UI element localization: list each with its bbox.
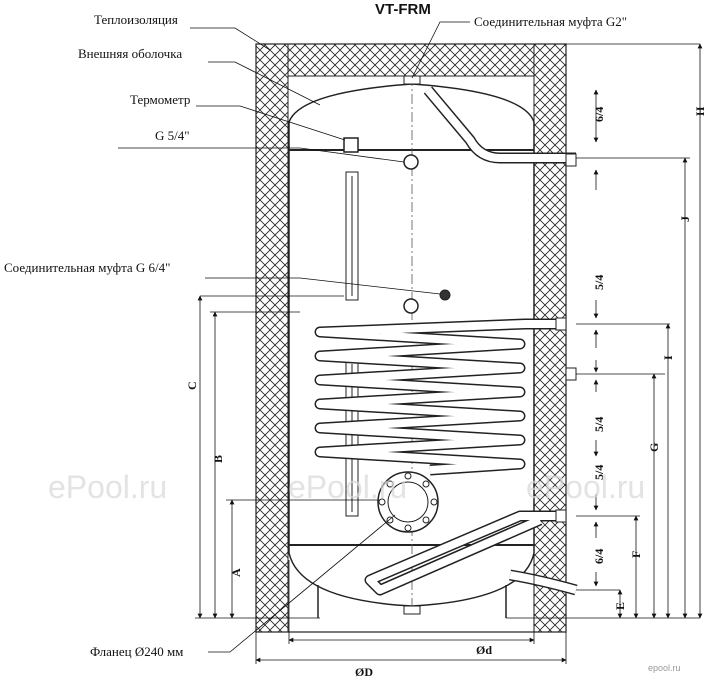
- callout-labels: Теплоизоляция Внешняя оболочка Термометр…: [4, 12, 627, 659]
- callout-leaders: [118, 21, 470, 653]
- hot-water-pipe: [423, 86, 577, 167]
- left-dimension-lines: [195, 295, 380, 619]
- pipe-size-3: 5/4: [592, 417, 606, 432]
- dim-g: G: [647, 443, 661, 452]
- corner-logo-bg: [644, 660, 704, 674]
- watermark-2: ePool.ru: [288, 469, 407, 505]
- dim-e: E: [613, 602, 627, 610]
- label-coupling-g64: Соединительная муфта G 6/4": [4, 260, 170, 275]
- bottom-dimension-lines: [255, 560, 567, 664]
- drain-pipe: [509, 569, 578, 596]
- watermark-3: ePool.ru: [526, 469, 645, 505]
- corner-logo: epool.ru: [648, 663, 681, 673]
- pipe-size-5: 6/4: [592, 549, 606, 564]
- pipe-size-4: 5/4: [592, 465, 606, 480]
- label-flange: Фланец Ø240 мм: [90, 644, 183, 659]
- dim-b: B: [211, 455, 225, 463]
- flange: [377, 471, 439, 533]
- watermark-1: ePool.ru: [48, 469, 167, 505]
- dim-d-small: Ød: [476, 643, 492, 657]
- dim-i: I: [661, 355, 675, 360]
- pipe-size-1: 6/4: [592, 107, 606, 122]
- insulation-jacket: [255, 43, 567, 633]
- height-dimension-lines: [617, 43, 703, 619]
- thermometer-icon: [343, 137, 359, 153]
- dim-d-large: ØD: [355, 665, 373, 679]
- dim-a: A: [229, 568, 243, 577]
- middle-socket: [403, 298, 419, 314]
- pipe-size-2: 5/4: [592, 275, 606, 290]
- dim-h: H: [693, 106, 707, 116]
- g54-socket: [403, 154, 419, 170]
- diagram-title: VT-FRM: [375, 1, 431, 18]
- dim-j: J: [678, 216, 692, 222]
- label-g54: G 5/4": [155, 128, 190, 143]
- label-thermometer: Термометр: [130, 92, 190, 107]
- label-coupling-g2: Соединительная муфта G2": [474, 14, 627, 29]
- dim-f: F: [629, 551, 643, 558]
- sensor-sleeve-upper: [345, 171, 359, 301]
- label-insulation: Теплоизоляция: [94, 12, 178, 27]
- label-outer-shell: Внешняя оболочка: [78, 46, 182, 61]
- g64-coupling: [439, 289, 451, 301]
- heat-exchanger-coil: [314, 317, 577, 596]
- dim-c: C: [185, 381, 199, 390]
